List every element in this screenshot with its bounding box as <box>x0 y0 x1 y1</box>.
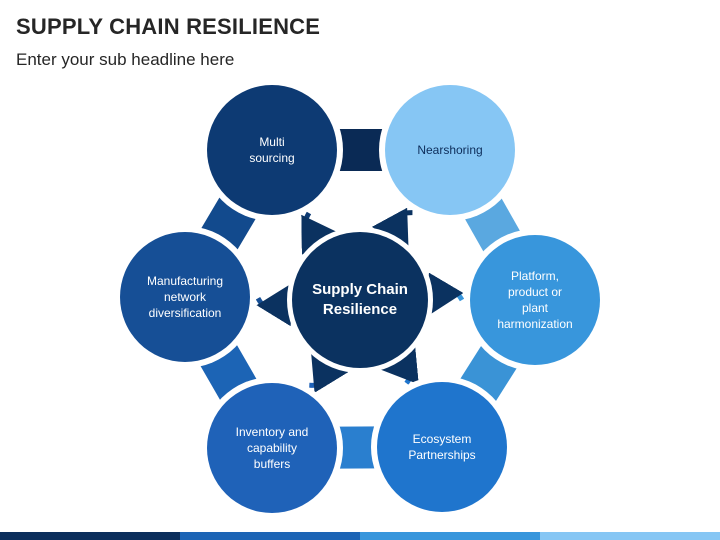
center-circle <box>292 232 428 368</box>
footer-bar-segment <box>180 532 361 540</box>
footer-color-bar <box>0 532 720 540</box>
node-label-inventory-buffers: Inventory and capability buffers <box>235 425 309 471</box>
node-label-platform-harmonization: Platform, product or plant harmonization <box>497 269 573 331</box>
page-subtitle: Enter your sub headline here <box>16 50 235 69</box>
node-manufacturing-diversification <box>120 232 250 362</box>
arrow-icon <box>371 207 413 253</box>
arrow-icon <box>377 344 419 385</box>
node-label-manufacturing-diversification: Manufacturing network diversification <box>146 274 224 320</box>
node-inventory-buffers <box>207 383 337 513</box>
arrow-icon <box>255 281 295 327</box>
node-label-nearshoring: Nearshoring <box>417 143 483 157</box>
arrow-icon <box>425 272 465 318</box>
node-ecosystem-partnerships <box>377 382 507 512</box>
footer-bar-segment <box>0 532 181 540</box>
node-nearshoring <box>385 85 515 215</box>
node-label-multi-sourcing: Multi sourcing <box>249 135 295 165</box>
arrow-icon <box>301 211 342 255</box>
page-title: SUPPLY CHAIN RESILIENCE <box>16 14 321 39</box>
footer-bar-segment <box>360 532 541 540</box>
center-label: Supply Chain Resilience <box>312 281 408 318</box>
footer-bar-segment <box>540 532 720 540</box>
node-platform-harmonization <box>470 235 600 365</box>
node-label-ecosystem-partnerships: Ecosystem Partnerships <box>408 432 476 462</box>
arrow-icon <box>309 348 349 393</box>
node-multi-sourcing <box>207 85 337 215</box>
